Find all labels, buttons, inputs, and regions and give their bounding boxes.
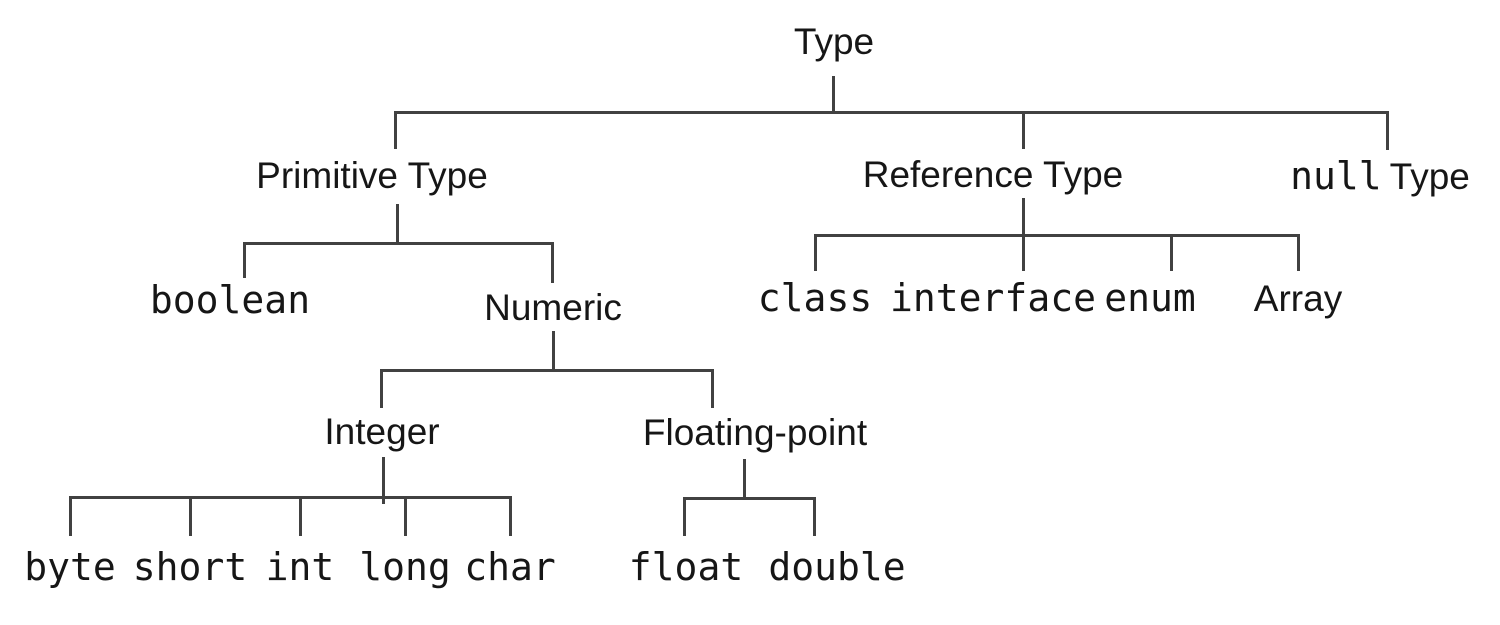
tick-float — [683, 497, 686, 536]
connector-floating-bar — [683, 497, 816, 500]
node-integer: Integer — [324, 411, 440, 452]
connector-type-stem — [832, 76, 835, 114]
connector-primitive-stem — [396, 204, 399, 244]
node-interface: interface — [890, 276, 1096, 320]
node-byte: byte — [24, 545, 116, 589]
connector-numeric-bar — [380, 369, 714, 372]
connector-reference-bar — [814, 234, 1300, 237]
tick-integer — [380, 369, 383, 408]
tick-boolean — [243, 242, 246, 278]
node-array: Array — [1253, 278, 1343, 319]
node-primitive-type: Primitive Type — [256, 155, 488, 196]
node-floating-point: Floating-point — [642, 412, 868, 453]
connector-reference-stem — [1022, 198, 1025, 237]
null-type-suffix: Type — [1389, 156, 1470, 197]
node-numeric: Numeric — [484, 287, 622, 328]
connector-level1-bar — [394, 111, 1389, 114]
node-float: float — [628, 545, 744, 589]
null-keyword: null — [1290, 154, 1382, 198]
connector-integer-stem — [382, 457, 385, 504]
connector-floating-stem — [743, 459, 746, 499]
node-double: double — [768, 545, 906, 589]
tick-char — [509, 496, 512, 536]
tick-int — [299, 496, 302, 536]
tick-byte — [69, 496, 72, 536]
tick-interface — [1022, 234, 1025, 271]
node-enum: enum — [1104, 276, 1196, 320]
tick-double — [813, 497, 816, 536]
node-long: long — [359, 545, 451, 589]
node-class: class — [757, 276, 873, 320]
node-short: short — [132, 545, 248, 589]
tick-numeric — [551, 242, 554, 283]
node-char: char — [464, 545, 556, 589]
tick-class — [814, 234, 817, 271]
tick-null-type — [1386, 111, 1389, 150]
tick-array — [1297, 234, 1300, 271]
tick-floating-point — [711, 369, 714, 408]
connector-integer-bar — [69, 496, 512, 499]
tick-short — [189, 496, 192, 536]
connector-primitive-bar — [243, 242, 554, 245]
tick-primitive-type — [394, 111, 397, 149]
node-type: Type — [793, 21, 875, 62]
tick-long — [404, 496, 407, 536]
tick-reference-type — [1022, 111, 1025, 149]
node-boolean: boolean — [149, 278, 311, 322]
connector-numeric-stem — [552, 331, 555, 372]
tick-enum — [1170, 234, 1173, 271]
node-int: int — [265, 545, 335, 589]
node-reference-type: Reference Type — [862, 154, 1124, 195]
